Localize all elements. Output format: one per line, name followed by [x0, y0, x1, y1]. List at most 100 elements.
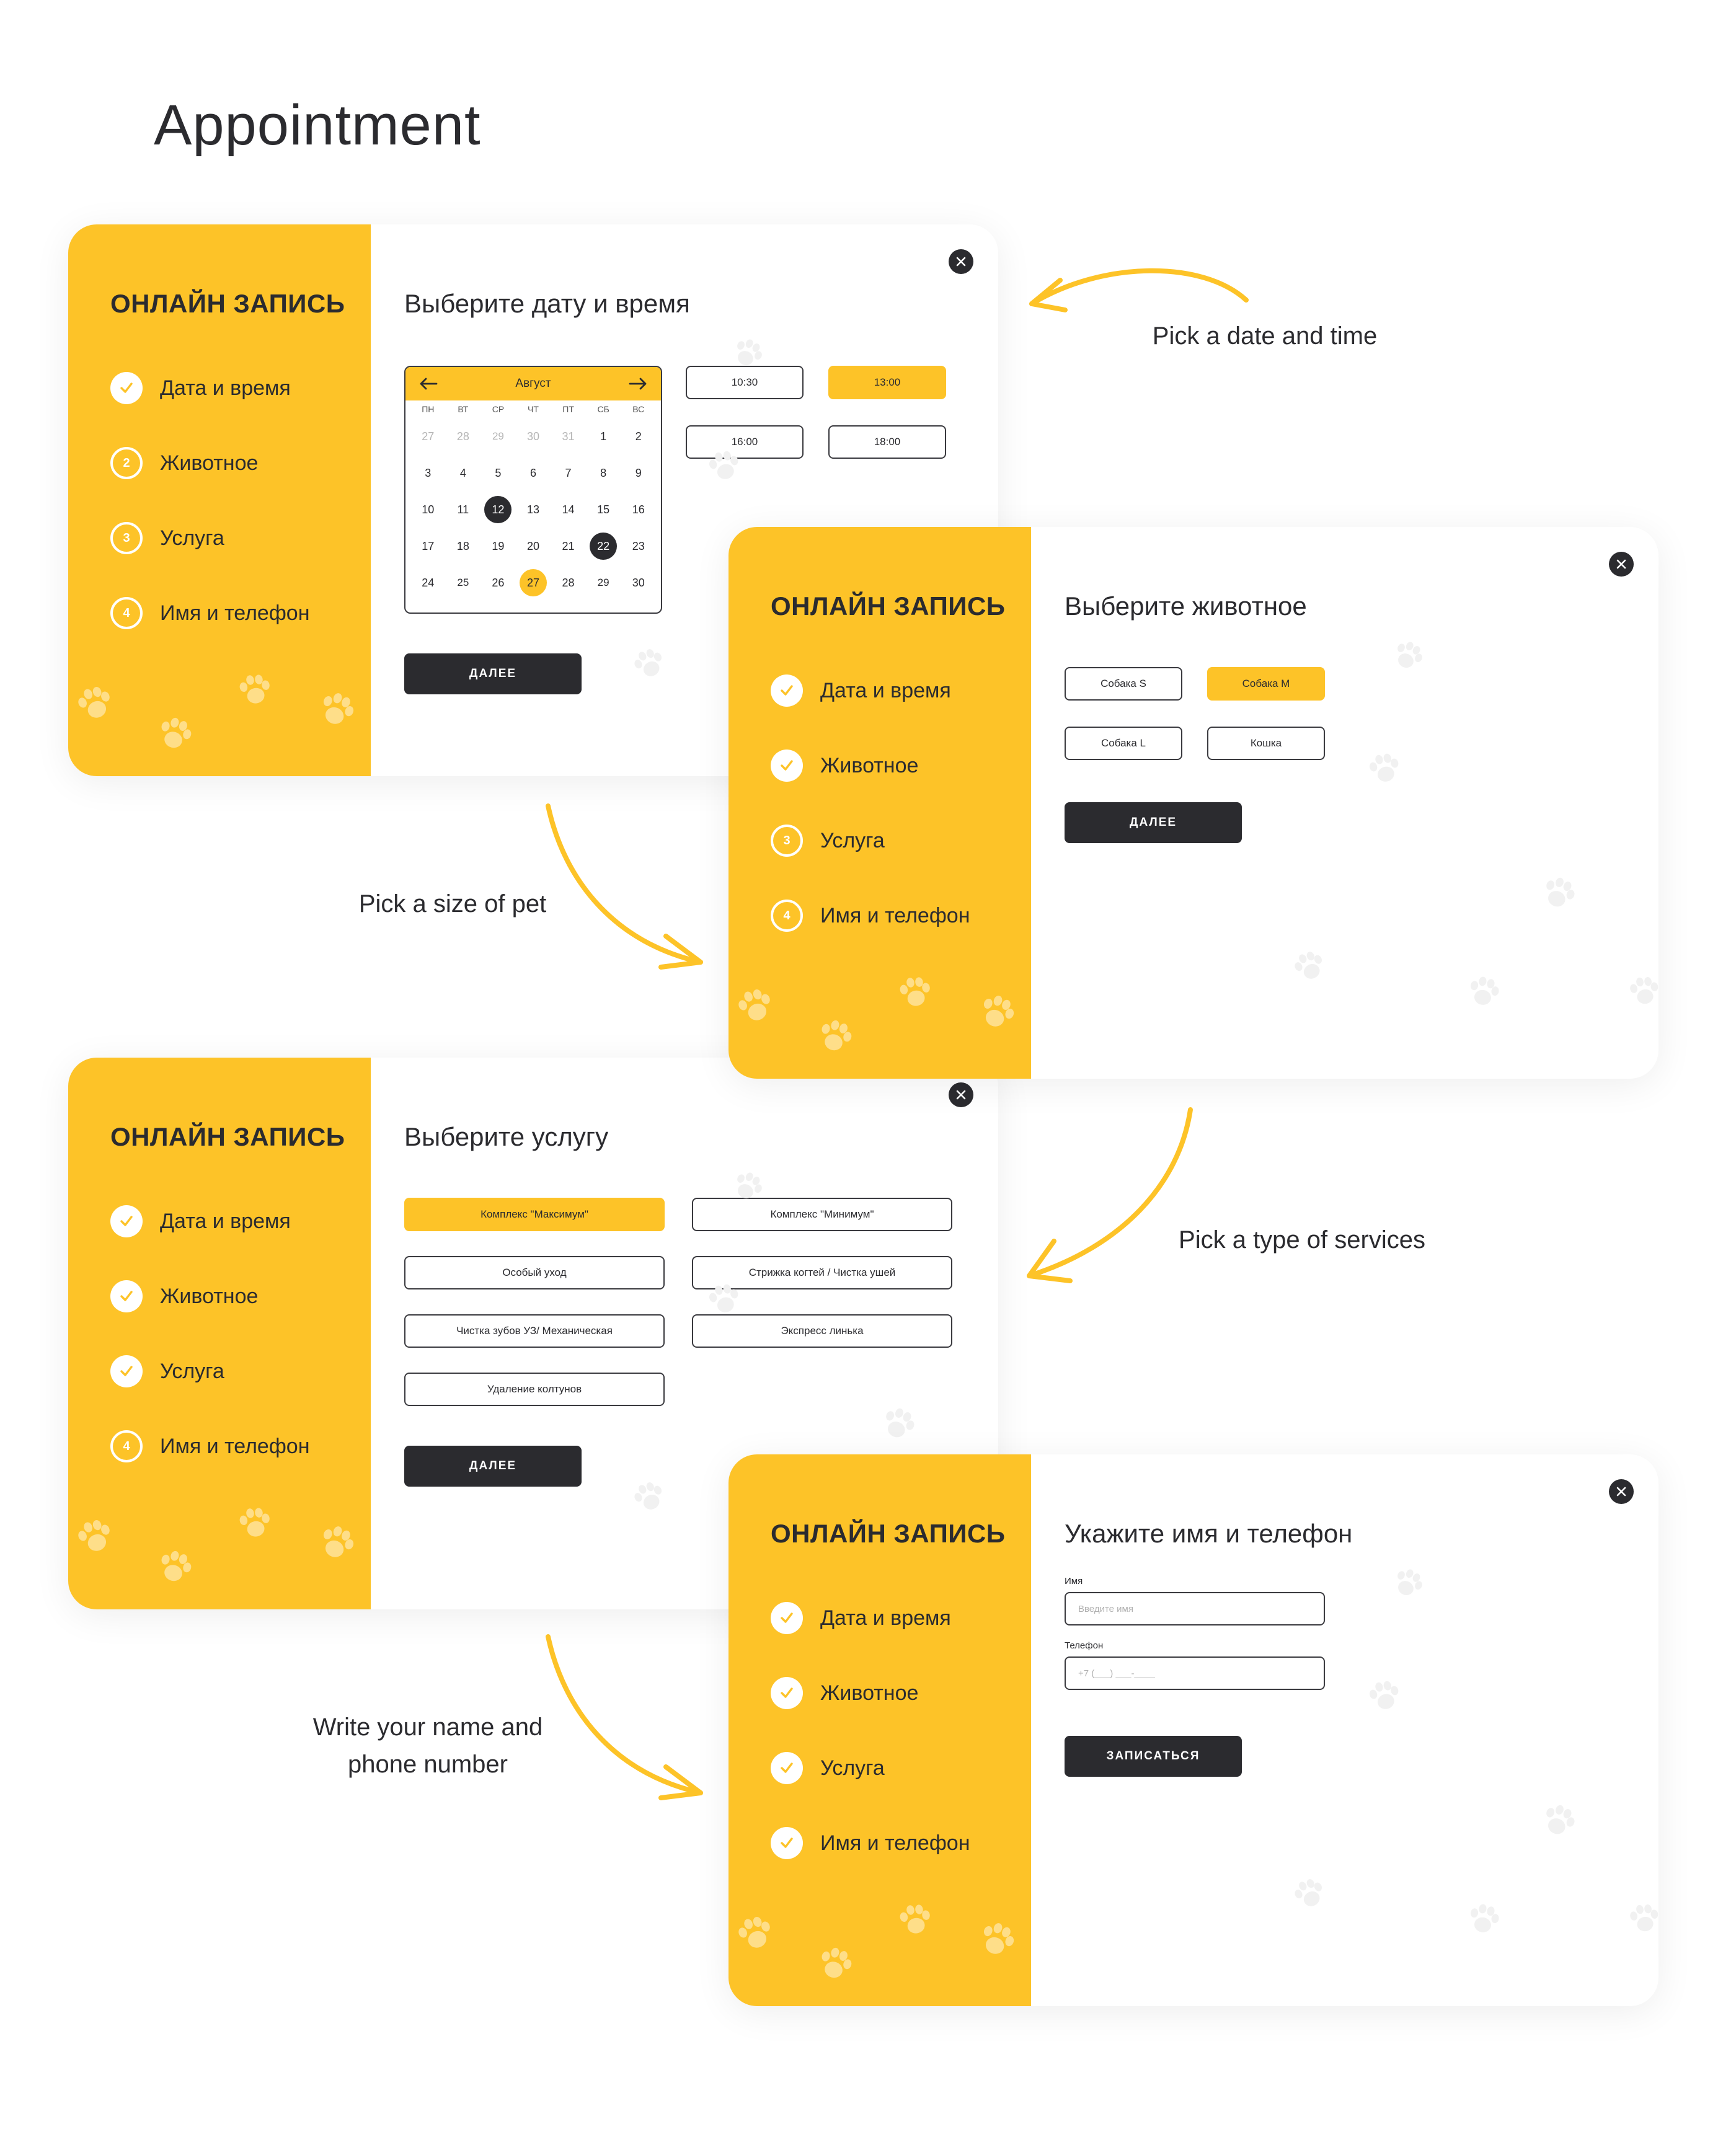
calendar-day[interactable]: 29 — [480, 418, 516, 454]
option-button[interactable]: 16:00 — [686, 425, 804, 459]
calendar-day[interactable]: 6 — [516, 454, 551, 491]
step-item[interactable]: Дата и время — [771, 674, 970, 750]
option-button[interactable]: Стрижка когтей / Чистка ушей — [692, 1256, 952, 1289]
option-button[interactable]: Собака M — [1207, 667, 1325, 701]
option-button[interactable]: Чистка зубов УЗ/ Механическая — [404, 1314, 665, 1348]
calendar-day[interactable]: 31 — [551, 418, 586, 454]
step-item[interactable]: Услуга — [771, 1752, 970, 1827]
step-item[interactable]: Дата и время — [771, 1602, 970, 1677]
paw-icon — [1630, 976, 1658, 1004]
calendar-day[interactable]: 8 — [586, 454, 621, 491]
close-button[interactable] — [1609, 1479, 1634, 1504]
calendar-day[interactable]: 26 — [480, 564, 516, 601]
calendar-day[interactable]: 12 — [480, 491, 516, 528]
step-item[interactable]: Дата и время — [110, 1205, 310, 1280]
next-button[interactable]: ДАЛЕЕ — [404, 1446, 582, 1487]
calendar-day[interactable]: 23 — [621, 528, 656, 564]
step-item[interactable]: Услуга — [110, 1355, 310, 1430]
close-button[interactable] — [949, 1082, 973, 1107]
calendar-day[interactable]: 14 — [551, 491, 586, 528]
option-button[interactable]: Удаление колтунов — [404, 1373, 665, 1406]
option-button[interactable]: Собака L — [1065, 727, 1182, 760]
calendar-day[interactable]: 2 — [621, 418, 656, 454]
calendar-day[interactable]: 16 — [621, 491, 656, 528]
step-number-marker: 4 — [110, 1430, 143, 1462]
calendar-day[interactable]: 13 — [516, 491, 551, 528]
option-button[interactable]: Экспресс линька — [692, 1314, 952, 1348]
calendar-day-number: 1 — [600, 430, 607, 443]
option-button[interactable]: 13:00 — [828, 366, 946, 399]
submit-button[interactable]: ЗАПИСАТЬСЯ — [1065, 1736, 1242, 1777]
calendar-day-number: 18 — [456, 539, 469, 552]
calendar-day[interactable]: 22 — [586, 528, 621, 564]
step-number-marker: 2 — [110, 447, 143, 479]
step-label: Животное — [160, 451, 259, 475]
calendar-day[interactable]: 17 — [410, 528, 446, 564]
calendar-day[interactable]: 27 — [516, 564, 551, 601]
name-input[interactable] — [1065, 1592, 1325, 1625]
curved-arrow-icon — [1027, 1107, 1193, 1283]
paw-icon — [323, 693, 354, 724]
modal-title: Выберите услугу — [404, 1122, 609, 1151]
calendar-day-number: 23 — [632, 539, 645, 552]
calendar-day[interactable]: 5 — [480, 454, 516, 491]
close-icon — [1616, 1487, 1626, 1497]
calendar-day[interactable]: 19 — [480, 528, 516, 564]
option-button[interactable]: Комплекс "Максимум" — [404, 1198, 665, 1231]
calendar-day[interactable]: 27 — [410, 418, 446, 454]
calendar-day[interactable]: 3 — [410, 454, 446, 491]
step-item[interactable]: Животное — [771, 1677, 970, 1752]
paw-icon — [634, 649, 662, 676]
close-button[interactable] — [1609, 552, 1634, 577]
calendar-day-number: 31 — [562, 430, 575, 443]
next-button[interactable]: ДАЛЕЕ — [1065, 802, 1242, 843]
weekday-label: ЧТ — [528, 404, 539, 414]
paw-icon — [822, 1947, 852, 1978]
option-button[interactable]: Собака S — [1065, 667, 1182, 701]
paw-icon — [323, 1526, 354, 1557]
calendar-day[interactable]: 7 — [551, 454, 586, 491]
calendar-day[interactable]: 20 — [516, 528, 551, 564]
calendar-day[interactable]: 18 — [446, 528, 481, 564]
calendar-day[interactable]: 15 — [586, 491, 621, 528]
calendar-day[interactable]: 10 — [410, 491, 446, 528]
step-item[interactable]: Имя и телефон — [771, 1827, 970, 1902]
step-item[interactable]: Животное — [771, 750, 970, 825]
calendar-day[interactable]: 21 — [551, 528, 586, 564]
calendar-day[interactable]: 4 — [446, 454, 481, 491]
paw-icon — [239, 1508, 270, 1537]
check-icon — [781, 1612, 793, 1623]
calendar-day[interactable]: 28 — [551, 564, 586, 601]
option-button[interactable]: 10:30 — [686, 366, 804, 399]
calendar-day[interactable]: 1 — [586, 418, 621, 454]
step-item[interactable]: Дата и время — [110, 372, 310, 447]
calendar-day[interactable]: 11 — [446, 491, 481, 528]
option-button[interactable]: Комплекс "Минимум" — [692, 1198, 952, 1231]
option-button[interactable]: Кошка — [1207, 727, 1325, 760]
calendar-day[interactable]: 29 — [586, 564, 621, 601]
option-button[interactable]: 18:00 — [828, 425, 946, 459]
arrow-right-icon[interactable] — [629, 377, 647, 391]
step-item[interactable]: Животное — [110, 1280, 310, 1355]
calendar-day[interactable]: 30 — [621, 564, 656, 601]
arrow-left-icon[interactable] — [419, 377, 438, 391]
calendar-day[interactable]: 30 — [516, 418, 551, 454]
phone-input[interactable] — [1065, 1656, 1325, 1690]
next-button[interactable]: ДАЛЕЕ — [404, 653, 582, 694]
calendar-day[interactable]: 9 — [621, 454, 656, 491]
calendar-day[interactable]: 25 — [446, 564, 481, 601]
close-button[interactable] — [949, 249, 973, 274]
calendar-day[interactable]: 24 — [410, 564, 446, 601]
calendar-day-number: 10 — [422, 503, 435, 516]
option-button[interactable]: Особый уход — [404, 1256, 665, 1289]
calendar-day[interactable]: 28 — [446, 418, 481, 454]
step-item[interactable]: 2 Животное — [110, 447, 310, 522]
